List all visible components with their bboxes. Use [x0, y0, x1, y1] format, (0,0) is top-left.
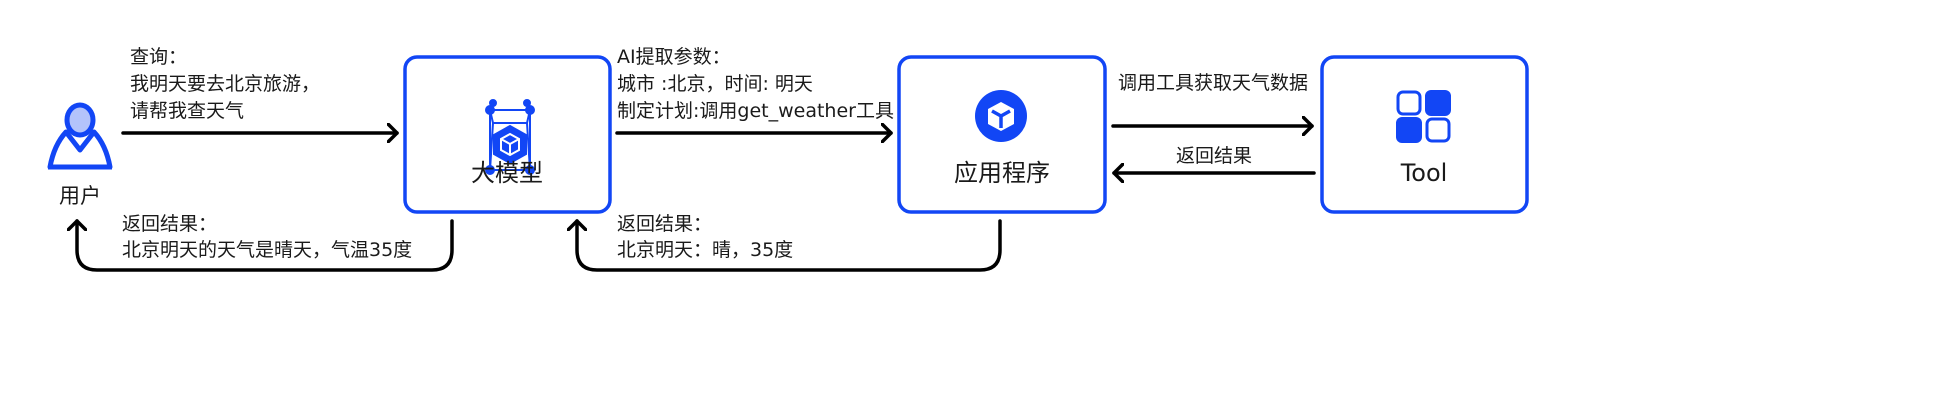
edge-label-llm-to-app: AI提取参数： 城市 :北京，时间: 明天 制定计划:调用get_weather… — [617, 46, 894, 122]
edge-label-llm-to-user: 返回结果： 北京明天的天气是晴天，气温35度 — [122, 213, 412, 261]
user-icon — [47, 102, 113, 170]
svg-text:返回结果：: 返回结果： — [122, 213, 217, 235]
svg-text:返回结果：: 返回结果： — [617, 213, 712, 235]
svg-text:北京明天：晴，35度: 北京明天：晴，35度 — [617, 239, 793, 261]
app-box-icon — [975, 90, 1027, 142]
svg-text:制定计划:调用get_weather工具: 制定计划:调用get_weather工具 — [617, 100, 894, 122]
app-node: 应用程序 — [897, 55, 1107, 214]
edge-label-user-to-llm: 查询： 我明天要去北京旅游， 请帮我查天气 — [130, 46, 320, 122]
edge-label-app-to-tool: 调用工具获取天气数据 — [1118, 72, 1308, 94]
svg-text:北京明天的天气是晴天，气温35度: 北京明天的天气是晴天，气温35度 — [122, 239, 412, 261]
llm-cube-icon — [485, 99, 535, 175]
edge-label-app-to-llm: 返回结果： 北京明天：晴，35度 — [617, 213, 793, 261]
app-label: 应用程序 — [954, 159, 1050, 187]
arrow-llm-to-user — [77, 219, 454, 272]
tool-label: Tool — [1400, 159, 1448, 187]
svg-text:我明天要去北京旅游，: 我明天要去北京旅游， — [130, 73, 320, 95]
arrow-app-to-llm — [577, 219, 1002, 272]
llm-node: 大模型 — [403, 55, 612, 214]
svg-text:城市 :北京，时间: 明天: 城市 :北京，时间: 明天 — [617, 73, 813, 95]
edge-label-tool-to-app: 返回结果 — [1176, 145, 1252, 167]
tool-box — [1320, 55, 1529, 214]
svg-text:请帮我查天气: 请帮我查天气 — [130, 100, 244, 122]
tool-node: Tool — [1320, 55, 1529, 214]
user-label: 用户 — [59, 184, 101, 208]
svg-text:AI提取参数：: AI提取参数： — [617, 46, 731, 68]
tool-grid-icon — [1396, 90, 1451, 143]
llm-label: 大模型 — [471, 159, 543, 187]
user-node: 用户 — [47, 102, 113, 208]
svg-text:查询：: 查询： — [130, 46, 187, 68]
